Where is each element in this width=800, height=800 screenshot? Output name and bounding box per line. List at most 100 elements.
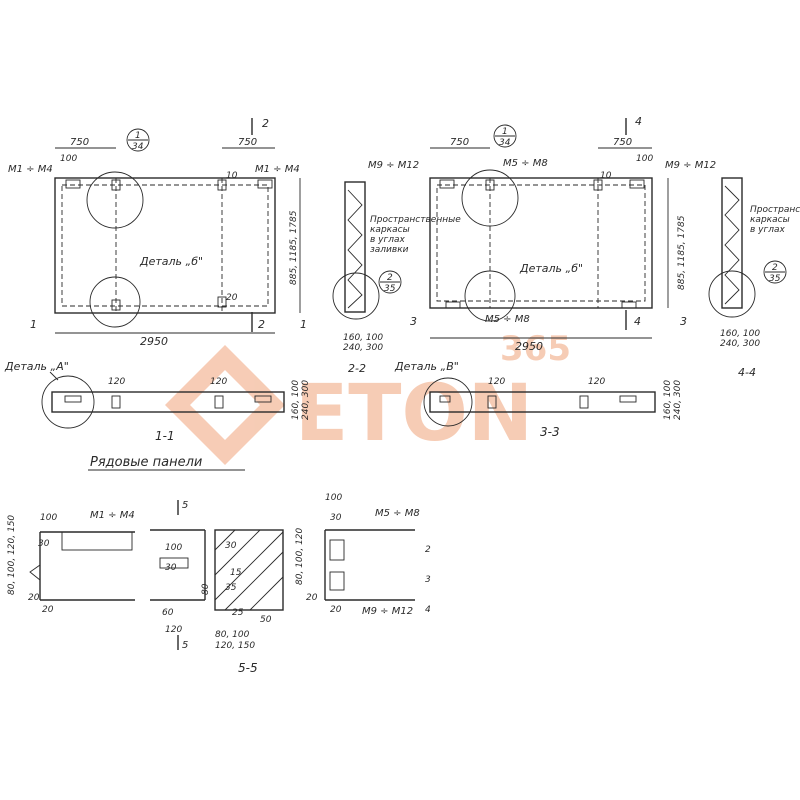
view-label: 2-2 [348,362,366,375]
lifting-loop [593,179,603,191]
dim-30: 30 [165,563,177,573]
section-outline [51,391,285,413]
embedded-plate [159,557,189,569]
dim: 15 [230,568,242,578]
height-dims: 885, 1185, 1785 [677,215,687,290]
ref-top: 1 [502,127,508,137]
dim: 30 [225,541,237,551]
lifting-loop [111,179,121,191]
side-outline [721,177,743,309]
label-bottom: М9 ÷ М12 [362,606,413,617]
section-right: 1 [300,318,307,331]
detail-outline [150,529,206,601]
embedded-part [214,395,224,409]
dims-right: 240, 300 [301,380,311,420]
dim-100: 100 [325,493,342,503]
view-label: 3-3 [540,425,560,439]
label-mid: М5 ÷ М8 [503,158,548,169]
panel-outline [429,177,653,309]
lifting-loop [217,296,227,308]
dim-100: 100 [165,543,182,553]
ref-bottom: 34 [132,142,144,152]
watermark-logo-icon [165,345,285,465]
side-outline [344,181,366,313]
detail-c: 100 30 М5 ÷ М8 М9 ÷ М12 80, 100, 120 20 … [295,493,431,617]
row-label: 4 [425,605,431,615]
detail-circle [86,171,144,229]
note-line: каркасы [370,225,410,235]
sec-bottom: 5 [182,640,188,651]
dims-line: 160, 100 [720,329,760,339]
dim: 35 [225,583,237,593]
section-5-5: 30 15 25 50 35 80, 100 120, 150 5-5 [214,529,284,675]
dim-30: 30 [330,513,342,523]
dim-30: 30 [38,539,50,549]
detail-circle [708,270,756,318]
view-label: 5-5 [238,661,258,675]
label-left: М1 ÷ М4 [8,164,53,175]
dim-100: 100 [40,513,57,523]
section-outline [429,391,656,413]
label-right: М9 ÷ М12 [665,160,716,171]
side-view-4-4: Пространственные каркасы в углах 2 35 16… [708,177,800,379]
note-line: Пространственные [370,215,461,225]
ref-top: 1 [135,131,141,141]
dim-20b: 20 [330,605,342,615]
dim-120: 120 [488,377,505,387]
dim-120: 120 [165,625,182,635]
dim-100: 100 [636,154,653,164]
watermark: ETON 365 [165,329,571,465]
reference-circle [493,124,517,148]
section-bottom: 4 [634,315,641,328]
lifting-loop [217,179,227,191]
sec-top: 5 [182,500,188,511]
label: М1 ÷ М4 [90,510,135,521]
section-3-3: Деталь „В" 120 120 160, 100 240, 300 3-3 [394,360,683,439]
dim-right: 750 [238,137,257,148]
dim-right: 750 [613,137,632,148]
note-line: заливки [370,245,409,255]
leader-line [49,371,59,381]
dim-100: 100 [60,154,77,164]
embedded-part [111,395,121,409]
label-right: М1 ÷ М4 [255,164,300,175]
top-left-panel: 750 750 100 М1 ÷ М4 М1 ÷ М4 1 34 Деталь … [8,117,307,348]
label-left: М9 ÷ М12 [368,160,419,171]
dim-20a: 20 [28,593,40,603]
lifting-loop [485,179,495,191]
detail-outline [39,531,135,601]
detail-circle [461,169,519,227]
dim-20a: 20 [306,593,318,603]
cage-zigzag [347,189,363,309]
view-label: 1-1 [155,429,175,443]
ref-bottom: 35 [769,274,781,284]
lifting-loop [111,299,121,311]
embedded-part [64,395,82,403]
notch [29,564,41,581]
embedded-part [439,395,451,403]
section-top: 2 [262,117,269,130]
section-outline [214,529,284,611]
panel-inner-outline [436,184,646,302]
lifting-loop [445,301,461,309]
section-bottom: 2 [258,318,265,331]
dims-right: 160, 100 [291,380,301,420]
lifting-loop [439,179,455,189]
dim-10: 10 [600,171,612,181]
panel-inner-outline [61,184,269,307]
dim-120b: 120 [588,377,605,387]
dim-bottom: 2950 [140,335,168,348]
dim: 25 [232,608,244,618]
reference-circle [126,128,150,152]
label-top: М5 ÷ М8 [375,508,420,519]
embedded-part [619,395,637,403]
detail-circle [89,276,141,328]
dims-right: 160, 100 [663,380,673,420]
lifting-loop [621,301,637,309]
dims-line: 240, 300 [720,339,760,349]
embedded-plate [61,531,133,551]
caption: Рядовые панели [90,455,202,470]
dim-80: 80 [201,583,211,595]
row-label: 3 [425,575,431,585]
